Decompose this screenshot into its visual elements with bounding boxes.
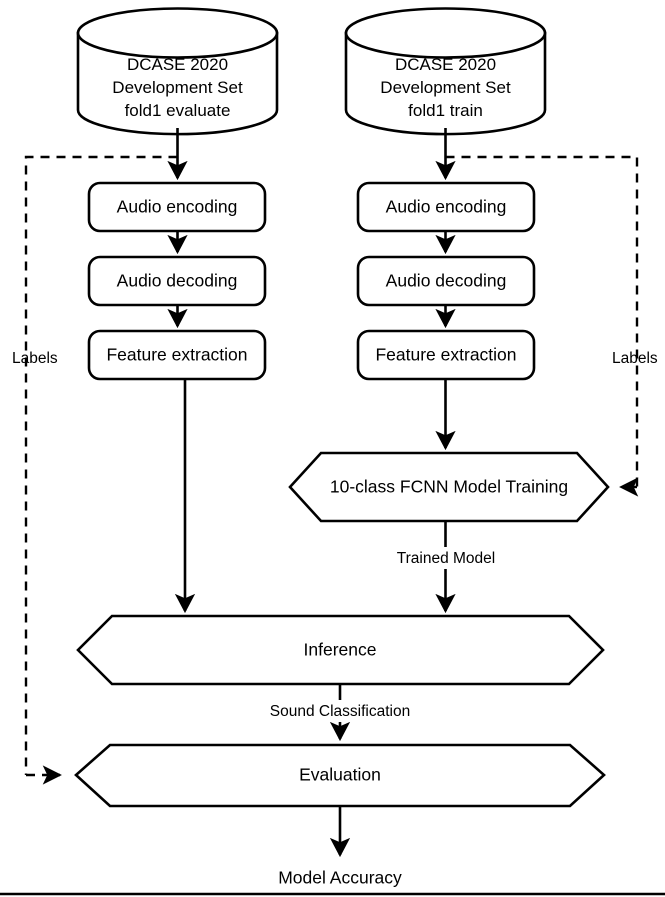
cylinder-body — [344, 31, 547, 136]
hexagon-shape — [74, 743, 606, 808]
label-trained-model: Trained Model — [397, 550, 496, 567]
process-label: Audio encoding — [117, 197, 238, 217]
process-box — [87, 329, 267, 381]
hexagon-fcnn-model-training: 10-class FCNN Model Training — [288, 451, 610, 523]
datastore-right-line-1: DCASE 2020 — [395, 55, 496, 74]
datastore-right-line-2: Development Set — [380, 78, 511, 97]
hexagon-evaluation: Evaluation — [74, 743, 606, 808]
process-feature-extraction-left: Feature extraction — [87, 329, 267, 381]
hexagon-label: 10-class FCNN Model Training — [330, 477, 568, 497]
process-label: Audio decoding — [117, 271, 238, 291]
process-feature-extraction-right: Feature extraction — [356, 329, 536, 381]
hexagon-shape — [288, 451, 610, 523]
cylinder-top — [344, 7, 547, 59]
hexagon-label: Evaluation — [299, 765, 381, 785]
label-labels-right: Labels — [612, 350, 658, 367]
process-audio-decoding-left: Audio decoding — [87, 255, 267, 307]
process-label: Audio encoding — [386, 197, 507, 217]
terminal-model-accuracy: Model Accuracy — [278, 868, 402, 888]
hexagon-label: Inference — [304, 640, 377, 660]
process-label: Feature extraction — [375, 345, 516, 365]
datastore-left-line-3: fold1 evaluate — [125, 101, 231, 120]
edge-label-backing — [252, 700, 430, 722]
process-audio-encoding-right: Audio encoding — [356, 181, 536, 233]
process-label: Feature extraction — [106, 345, 247, 365]
process-audio-encoding-left: Audio encoding — [87, 181, 267, 233]
edge-labels-left-path — [24, 155, 178, 775]
process-audio-decoding-right: Audio decoding — [356, 255, 536, 307]
datastore-left-line-1: DCASE 2020 — [127, 55, 228, 74]
datastore-left-line-2: Development Set — [112, 78, 243, 97]
cylinder-body — [76, 31, 279, 136]
label-sound-classification: Sound Classification — [270, 703, 410, 720]
hexagon-inference: Inference — [76, 614, 605, 686]
datastore-right-line-3: fold1 train — [408, 101, 483, 120]
datastore-fold1-train: DCASE 2020 Development Set fold1 train — [344, 7, 547, 136]
edge-label-backing — [378, 547, 514, 569]
process-label: Audio decoding — [386, 271, 507, 291]
datastore-fold1-evaluate: DCASE 2020 Development Set fold1 evaluat… — [76, 7, 279, 136]
hexagon-shape — [76, 614, 605, 686]
label-labels-left: Labels — [12, 350, 58, 367]
cylinder-top — [76, 7, 279, 59]
